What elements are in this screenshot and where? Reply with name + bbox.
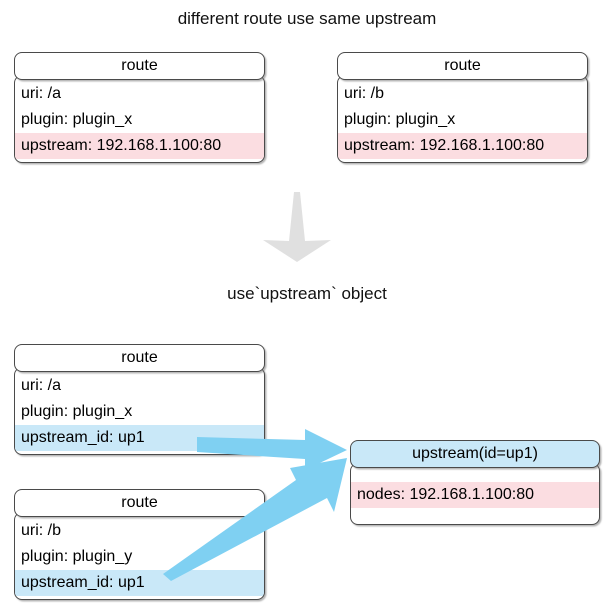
route-a-after-body: uri: /a plugin: plugin_x upstream_id: up… (14, 367, 265, 455)
transform-down-arrow-icon (263, 192, 331, 262)
route-b-before-body: uri: /b plugin: plugin_x upstream: 192.1… (337, 75, 588, 163)
route-b-before-attr-plugin: plugin: plugin_x (344, 111, 456, 128)
route-b-before-node[interactable]: route uri: /b plugin: plugin_x upstream:… (337, 52, 588, 163)
route-b-after-body: uri: /b plugin: plugin_y upstream_id: up… (14, 512, 265, 600)
route-a-before-attr-upstream: upstream: 192.168.1.100:80 (15, 133, 264, 159)
route-a-before-attr-plugin: plugin: plugin_x (21, 111, 133, 128)
route-b-before-attr-uri: uri: /b (344, 85, 385, 102)
route-a-before-header: route (14, 52, 265, 80)
route-a-after-node[interactable]: route uri: /a plugin: plugin_x upstream_… (14, 344, 265, 455)
route-a-before-attr-uri: uri: /a (21, 85, 62, 102)
route-b-after-attr-uri: uri: /b (21, 522, 62, 539)
route-a-before-body: uri: /a plugin: plugin_x upstream: 192.1… (14, 75, 265, 163)
diagram-title-before: different route use same upstream (177, 9, 437, 28)
upstream-body-bottom-spacer (351, 508, 599, 521)
route-b-before-attr-upstream: upstream: 192.168.1.100:80 (338, 133, 587, 159)
upstream-object-header: upstream(id=up1) (350, 440, 600, 468)
upstream-object-body: nodes: 192.168.1.100:80 (350, 463, 600, 525)
route-a-before-node[interactable]: route uri: /a plugin: plugin_x upstream:… (14, 52, 265, 163)
upstream-object-node[interactable]: upstream(id=up1) nodes: 192.168.1.100:80 (350, 440, 600, 525)
route-b-after-attr-plugin: plugin: plugin_y (21, 548, 133, 565)
route-a-after-attr-plugin: plugin: plugin_x (21, 403, 133, 420)
diagram-title-after: use`upstream` object (227, 284, 387, 303)
route-b-after-header: route (14, 489, 265, 517)
route-a-after-header: route (14, 344, 265, 372)
upstream-attr-nodes: nodes: 192.168.1.100:80 (351, 482, 599, 508)
route-a-after-attr-uri: uri: /a (21, 377, 62, 394)
route-a-after-attr-upstream-id: upstream_id: up1 (15, 425, 264, 451)
route-b-after-node[interactable]: route uri: /b plugin: plugin_y upstream_… (14, 489, 265, 600)
upstream-body-top-spacer (351, 469, 599, 482)
route-b-after-attr-upstream-id: upstream_id: up1 (15, 570, 264, 596)
route-b-before-header: route (337, 52, 588, 80)
